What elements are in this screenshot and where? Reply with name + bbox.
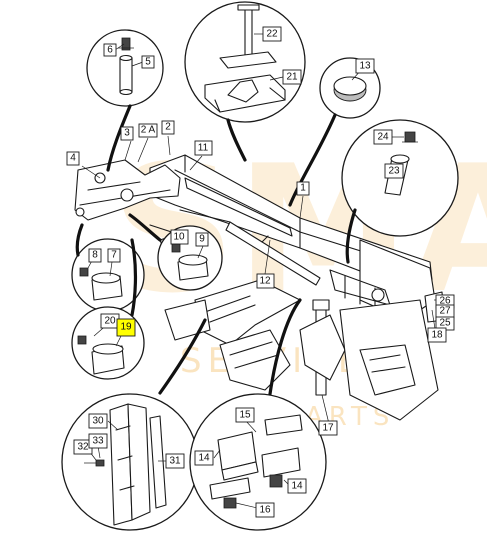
callout-1: 1 — [300, 183, 306, 194]
callout-box-14b — [287, 478, 307, 494]
callout-box-11 — [194, 140, 213, 156]
callout-box-3 — [120, 126, 134, 141]
callout-19: 19 — [120, 322, 132, 333]
detail-circle-mount-block — [184, 1, 306, 123]
callout-2a: 2 A — [141, 125, 156, 136]
callout-32: 32 — [77, 442, 89, 453]
callout-box-23 — [384, 163, 404, 179]
callout-box-16 — [255, 502, 275, 518]
callout-13: 13 — [359, 61, 371, 72]
callout-26: 26 — [439, 296, 451, 307]
callout-labels: 6 5 22 21 13 24 23 3 2 A 2 4 11 1 12 10 … — [66, 26, 455, 518]
callout-21: 21 — [286, 72, 298, 83]
callout-30: 30 — [92, 416, 104, 427]
callout-box-10 — [170, 229, 189, 245]
callout-box-2 — [161, 120, 175, 135]
leader-curves — [75, 104, 357, 396]
callout-24: 24 — [377, 132, 389, 143]
callout-box-9 — [195, 232, 209, 247]
callout-22: 22 — [266, 29, 278, 40]
callout-box-6 — [103, 43, 117, 57]
callout-8: 8 — [92, 250, 98, 261]
callout-23: 23 — [388, 166, 400, 177]
callout-9: 9 — [199, 234, 205, 245]
callout-box-18 — [427, 327, 447, 343]
callout-box-2a — [138, 123, 158, 138]
callout-box-19-highlight — [116, 318, 136, 337]
callout-box-15 — [235, 407, 255, 423]
callout-17: 17 — [322, 423, 334, 434]
callout-33: 33 — [92, 436, 104, 447]
callout-18: 18 — [431, 330, 443, 341]
callout-16: 16 — [259, 505, 271, 516]
callout-14a: 14 — [198, 453, 210, 464]
callout-box-24 — [373, 129, 393, 145]
callout-box-17 — [318, 420, 338, 436]
callout-box-33 — [88, 433, 108, 449]
callout-box-12 — [256, 273, 275, 289]
callout-3: 3 — [124, 128, 130, 139]
callout-box-31 — [165, 453, 185, 469]
detail-circle-bushing-9 — [157, 225, 223, 291]
callout-27: 27 — [439, 306, 451, 317]
callout-6: 6 — [107, 45, 113, 56]
callout-box-7 — [107, 248, 121, 263]
main-boom-assembly — [74, 154, 445, 421]
callout-box-22 — [262, 26, 282, 42]
callout-box-5 — [141, 55, 155, 69]
callout-box-30 — [88, 413, 108, 429]
callout-2: 2 — [165, 122, 171, 133]
callout-box-8 — [88, 248, 102, 263]
callout-12: 12 — [259, 276, 271, 287]
callout-25: 25 — [439, 318, 451, 329]
callout-box-1 — [296, 181, 310, 196]
callout-box-21 — [282, 69, 302, 85]
callout-15: 15 — [239, 410, 251, 421]
callout-box-13 — [355, 58, 375, 74]
callout-box-4 — [66, 151, 80, 166]
callout-10: 10 — [173, 232, 185, 243]
callout-box-14a — [194, 450, 214, 466]
callout-20: 20 — [104, 316, 116, 327]
detail-circle-clamps — [189, 393, 327, 531]
callout-5: 5 — [145, 57, 151, 68]
callout-11: 11 — [198, 143, 209, 154]
callout-31: 31 — [169, 456, 181, 467]
callout-7: 7 — [111, 250, 117, 261]
callout-4: 4 — [70, 153, 76, 164]
callout-14b: 14 — [291, 481, 303, 492]
